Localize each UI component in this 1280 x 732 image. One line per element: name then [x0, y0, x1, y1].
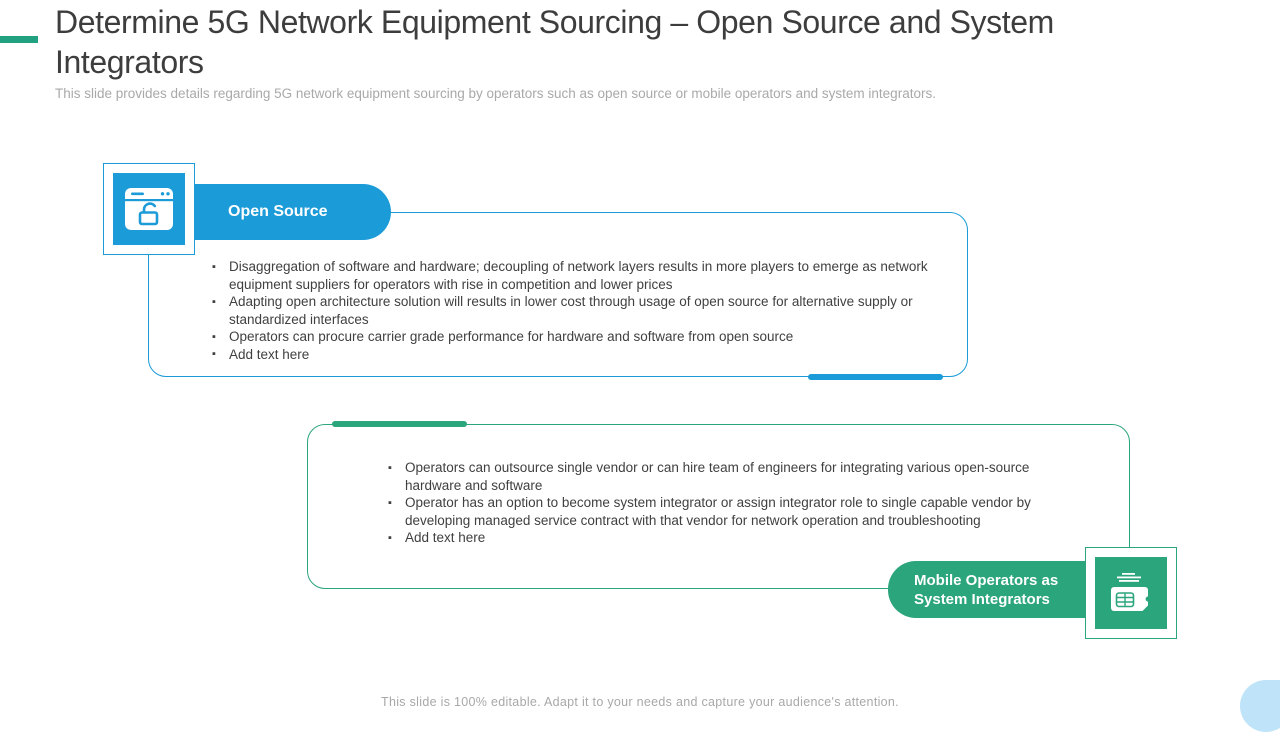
- bullet-item: Operators can outsource single vendor or…: [388, 459, 1088, 494]
- open-source-icon-box: [103, 163, 195, 255]
- bullet-item: Add text here: [388, 529, 1088, 546]
- title-accent-bar: [0, 36, 38, 43]
- bullet-item: Operators can procure carrier grade perf…: [212, 328, 936, 345]
- sim-card-icon: [1095, 557, 1167, 629]
- corner-decoration-blob: [1240, 680, 1280, 732]
- open-source-pill: Open Source: [160, 184, 391, 240]
- page-title: Determine 5G Network Equipment Sourcing …: [55, 4, 1054, 80]
- page-subtitle: This slide provides details regarding 5G…: [55, 86, 936, 101]
- browser-unlock-icon: [113, 173, 185, 245]
- integrators-pill: Mobile Operators as System Integrators: [888, 561, 1110, 618]
- bullet-item: Disaggregation of software and hardware;…: [212, 258, 936, 293]
- open-source-bullets: Disaggregation of software and hardware;…: [212, 258, 936, 364]
- open-source-pill-label: Open Source: [228, 203, 328, 220]
- bullet-item: Add text here: [212, 346, 936, 363]
- integrators-pill-label: Mobile Operators as System Integrators: [914, 571, 1059, 608]
- footer-note: This slide is 100% editable. Adapt it to…: [381, 695, 899, 709]
- open-source-card-accent: [808, 374, 943, 380]
- integrators-card-accent: [332, 421, 467, 427]
- integrators-icon-box: [1085, 547, 1177, 639]
- bullet-item: Adapting open architecture solution will…: [212, 293, 936, 328]
- integrators-bullets: Operators can outsource single vendor or…: [388, 459, 1088, 547]
- bullet-item: Operator has an option to become system …: [388, 494, 1088, 529]
